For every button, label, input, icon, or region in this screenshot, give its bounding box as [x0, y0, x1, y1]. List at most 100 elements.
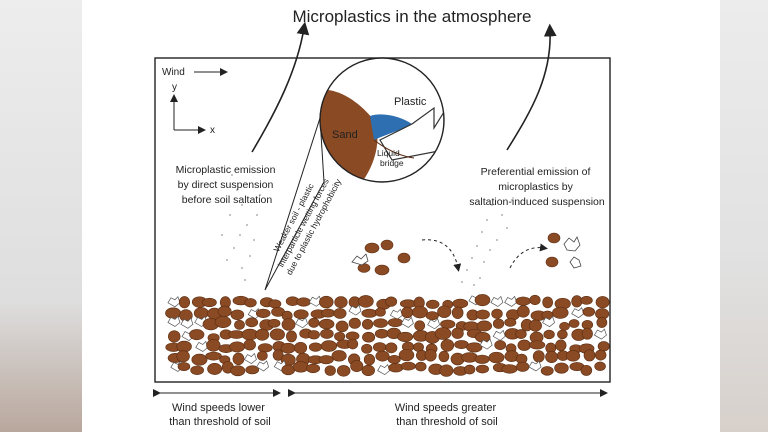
saltating-plastic-left: [351, 253, 369, 266]
soil-grain: [296, 297, 311, 307]
soil-grain: [319, 295, 334, 309]
soil-grain: [294, 341, 308, 354]
lower-threshold-label: Wind speeds lower than threshold of soil: [169, 402, 271, 428]
soil-grain: [308, 342, 323, 352]
soil-grain: [193, 307, 209, 319]
soil-grain: [580, 295, 593, 305]
soil-plastic-fragment: [256, 360, 270, 372]
soil-grain: [308, 317, 320, 328]
soil-grain: [414, 320, 426, 331]
diagram-canvas: Microplastics in the atmosphere Wind y x…: [153, 7, 611, 428]
soil-grain: [205, 351, 222, 361]
soil-plastic-fragment: [528, 360, 542, 372]
soil-grain: [398, 348, 415, 362]
soil-grain: [451, 306, 464, 319]
soil-plastic-fragment: [593, 328, 607, 340]
soil-grain: [318, 355, 334, 365]
diagram-page: Microplastics in the atmosphere Wind y x…: [82, 0, 720, 432]
soil-grain: [411, 305, 428, 319]
greater-threshold-label: Wind speeds greater than threshold of so…: [395, 402, 500, 428]
soil-grain: [528, 319, 542, 332]
soil-grain: [281, 318, 296, 331]
soil-grain: [515, 329, 527, 339]
soil-plastic-fragment: [167, 296, 181, 308]
soil-grain: [504, 318, 517, 327]
soil-grain: [594, 349, 607, 361]
soil-grain: [255, 308, 271, 318]
soil-grain: [324, 365, 336, 376]
soil-grain: [320, 328, 334, 339]
soil-grain: [552, 306, 569, 319]
inset-magnifier: [319, 57, 445, 183]
soil-plastic-fragment: [490, 295, 504, 307]
soil-grain: [596, 317, 608, 328]
soil-plastic-fragment: [348, 304, 362, 316]
soil-grain: [491, 308, 503, 319]
soil-grain: [516, 305, 530, 318]
diagram-title: Microplastics in the atmosphere: [292, 7, 531, 26]
soil-grain: [532, 350, 545, 363]
soil-plastic-fragment: [308, 295, 322, 307]
soil-grain: [559, 322, 570, 331]
soil-grain: [425, 311, 439, 321]
saltating-particles-right: [545, 232, 561, 268]
soil-grain: [475, 364, 489, 374]
soil-plastic-fragment: [571, 307, 585, 319]
soil-grain: [230, 365, 246, 377]
soil-grain: [385, 296, 398, 307]
soil-grain: [190, 365, 204, 375]
soil-grain: [581, 327, 593, 340]
soil-grain: [214, 316, 232, 329]
soil-grain: [375, 350, 390, 362]
soil-grain: [516, 361, 530, 372]
right-upward-arrow: [506, 23, 557, 151]
soil-grain: [178, 296, 190, 309]
soil-grain: [440, 319, 456, 329]
soil-grain: [492, 318, 505, 329]
soil-grain: [191, 353, 208, 366]
soil-plastic-fragment: [492, 329, 506, 341]
soil-grain: [515, 296, 531, 306]
soil-grain: [165, 307, 182, 319]
soil-grain: [357, 295, 374, 308]
soil-grain: [452, 298, 469, 309]
soil-bed: [165, 294, 610, 377]
y-axis-label: y: [172, 82, 177, 93]
left-dust-plume: [221, 174, 261, 281]
soil-grain: [318, 318, 335, 330]
soil-grain: [177, 362, 191, 372]
soil-grain: [488, 351, 505, 364]
soil-grain: [362, 331, 376, 343]
soil-grain: [439, 364, 454, 377]
soil-grain: [189, 329, 205, 341]
inset-bridge-label: Liquid bridge: [377, 148, 404, 168]
soil-grain: [334, 296, 348, 309]
soil-grain: [363, 353, 376, 366]
soil-grain: [374, 328, 389, 339]
soil-grain: [348, 317, 361, 329]
soil-grain: [347, 338, 359, 350]
soil-grain: [424, 349, 437, 362]
soil-grain: [437, 305, 452, 318]
soil-grain: [206, 339, 221, 352]
soil-grain: [543, 329, 555, 340]
inset-plastic-label: Plastic: [394, 96, 427, 108]
soil-plastic-fragment: [504, 295, 518, 307]
soil-grain: [557, 329, 568, 340]
soil-grain: [268, 299, 282, 309]
soil-grain: [292, 361, 309, 373]
soil-plastic-fragment: [180, 317, 194, 329]
soil-grain: [517, 339, 531, 351]
soil-grain: [434, 327, 452, 340]
soil-grain: [597, 341, 610, 352]
soil-grain: [554, 362, 569, 374]
soil-grain: [373, 318, 388, 328]
soil-grain: [494, 340, 507, 351]
soil-grain: [267, 318, 281, 328]
soil-grain: [269, 328, 285, 341]
soil-grain: [387, 354, 401, 364]
soil-grain: [476, 320, 492, 332]
soil-grain: [234, 319, 245, 330]
soil-grain: [256, 350, 268, 361]
soil-grain: [245, 365, 260, 375]
